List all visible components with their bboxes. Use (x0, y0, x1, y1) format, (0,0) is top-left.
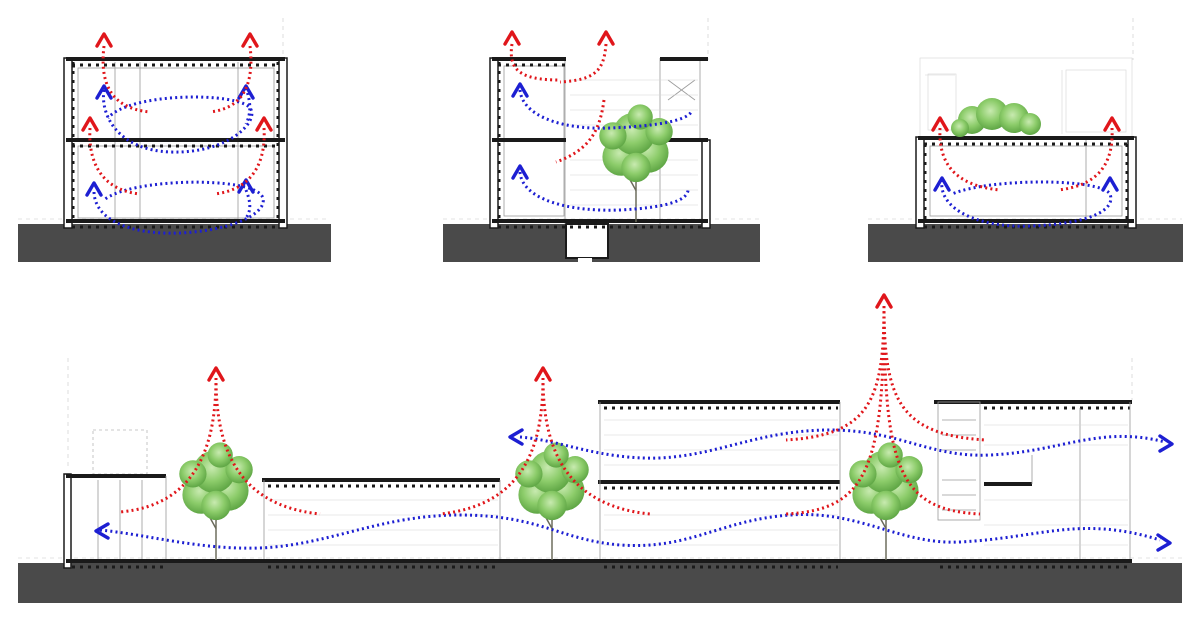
ground-block (18, 224, 331, 262)
cool-air-flow-lower (518, 171, 690, 212)
left-end-wall (63, 473, 72, 569)
warm-air-arrow-icon (534, 366, 552, 382)
cool-air-arrow-icon (94, 522, 110, 540)
left-wall (915, 136, 925, 229)
cool-air-arrow-icon (933, 176, 951, 192)
cool-air-flow-ground (99, 513, 1161, 550)
ground-block (18, 563, 1182, 603)
cool-air-arrow-icon (95, 84, 113, 100)
warm-air-plume-2-right (541, 377, 651, 516)
warm-air-plume-3-lower-left (785, 305, 886, 516)
tall-block-partitions (599, 402, 841, 560)
section-long-panel (18, 293, 1182, 603)
warm-air-exhaust-left (101, 45, 151, 114)
cool-air-arrow-icon (511, 82, 529, 98)
cool-air-arrow-icon (1101, 176, 1119, 192)
pit-drain (578, 258, 592, 262)
cool-air-loop-lower (92, 180, 265, 235)
warm-air-exhaust-left (509, 43, 561, 82)
warm-air-arrow-icon (1103, 116, 1121, 132)
left-wall (489, 57, 499, 229)
section-a-panel (18, 18, 331, 262)
cool-air-flow-upper (518, 89, 694, 130)
section-b-panel (443, 18, 760, 262)
warm-air-plume-2-left (439, 377, 545, 516)
warm-air-arrow-icon (503, 30, 521, 46)
cool-air-flow-upper (519, 428, 1166, 460)
warm-air-arrow-icon (597, 30, 615, 46)
warm-air-plume-1-right (214, 377, 321, 516)
section-c-panel (868, 18, 1183, 262)
middle-block-partitions (263, 480, 501, 560)
warm-air-rise-right (1057, 127, 1114, 192)
ghost-volume (92, 429, 148, 475)
warm-air-rise-right (213, 127, 266, 196)
right-block-hatching (984, 424, 1128, 546)
cool-air-arrow-icon (511, 164, 529, 180)
right-wall (278, 57, 288, 229)
cool-air-arrow-icon (1156, 533, 1172, 552)
warm-air-arrow-icon (255, 116, 273, 132)
roof-garden-shrub (951, 98, 1041, 137)
right-wall (1127, 136, 1137, 229)
cool-air-arrow-icon (508, 428, 524, 446)
warm-air-arrow-icon (207, 366, 225, 382)
stair-core (937, 401, 1131, 560)
cool-air-arrow-icon (1158, 434, 1174, 453)
cool-air-loop-upper (101, 89, 254, 154)
ground-block (868, 224, 1183, 262)
warm-air-exhaust-center (559, 43, 608, 84)
left-wall (63, 57, 73, 229)
tree-icon (848, 441, 924, 561)
warm-air-arrow-icon (81, 116, 99, 132)
cool-air-arrow-icon (85, 181, 103, 197)
cool-air-loop (940, 179, 1113, 228)
warm-air-exhaust-right (209, 45, 253, 114)
interior-partitions (929, 140, 1123, 220)
warm-air-arrow-icon (931, 116, 949, 132)
right-wall-lower (701, 139, 711, 229)
warm-air-arrow-icon (241, 32, 259, 48)
cool-air-arrow-icon (237, 84, 255, 100)
warm-air-rise-core (555, 99, 606, 164)
tree-icon (178, 441, 254, 561)
warm-air-plume-1-left (119, 377, 218, 514)
basement-pit (565, 223, 609, 259)
warm-air-rise-left (938, 127, 1001, 192)
warm-air-arrow-icon (95, 32, 113, 48)
warm-air-arrow-icon (875, 293, 893, 309)
cool-air-rise-lower-right (244, 189, 252, 219)
low-block-partitions (97, 476, 167, 560)
